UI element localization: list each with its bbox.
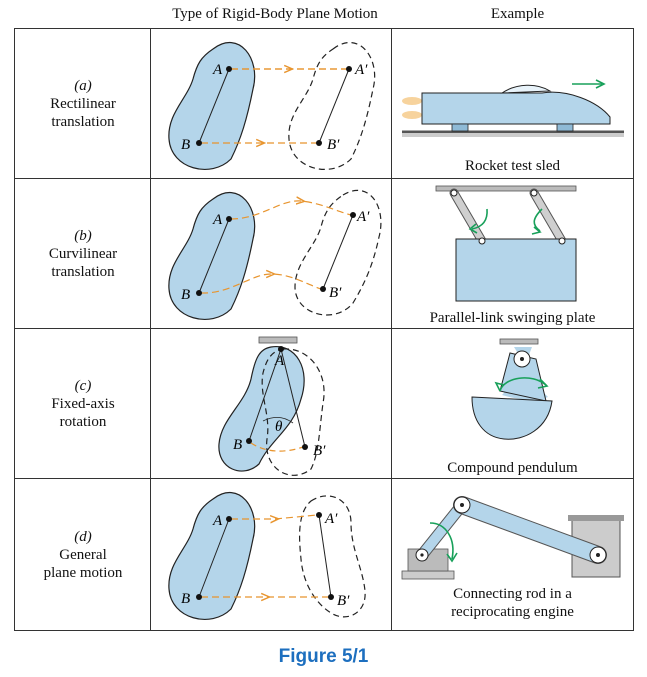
- path-b: [200, 274, 322, 294]
- motion-diagram-cell: A B A′ B′: [151, 179, 392, 328]
- label-a-prime: A′: [356, 209, 370, 225]
- motion-diagram-cell: A B A′ B′: [151, 29, 392, 178]
- example-cell: Rocket test sled: [392, 29, 633, 178]
- row-label-line2: translation: [51, 113, 115, 130]
- point-a-prime: [346, 66, 352, 72]
- row-label-line2: plane motion: [43, 564, 123, 581]
- label-a-prime: A′: [354, 62, 368, 78]
- rocket-sled-illustration: [402, 79, 624, 137]
- example-caption: Connecting rod in a: [453, 586, 572, 602]
- curvilinear-diagram: A B A′ B′: [168, 189, 382, 320]
- label-b-prime: B′: [313, 443, 326, 459]
- label-b-prime: B′: [329, 285, 342, 301]
- fixed-axis-diagram: A B B′ θ: [218, 336, 326, 476]
- point-a: [226, 66, 232, 72]
- row-general-plane-motion: (d) General plane motion: [15, 479, 633, 630]
- row-label-line1: Fixed-axis: [51, 395, 115, 412]
- general-motion-diagram: A B A′ B′: [168, 492, 366, 620]
- row-label-line2: translation: [51, 263, 115, 280]
- row-label-line1: Curvilinear: [48, 245, 118, 262]
- example-cell: Connecting rod in a reciprocating engine: [392, 479, 633, 630]
- motion-diagram-cell: A B A′ B′: [151, 479, 392, 630]
- example-caption-line2: reciprocating engine: [451, 604, 574, 620]
- label-b-prime: B′: [337, 593, 350, 609]
- label-a: A: [212, 212, 223, 228]
- example-caption: Rocket test sled: [465, 158, 560, 174]
- row-label-cell: (d) General plane motion: [15, 479, 151, 630]
- path-a: [230, 201, 352, 220]
- row-label-cell: (a) Rectilinear translation: [15, 29, 151, 178]
- example-caption: Compound pendulum: [447, 460, 578, 476]
- example-cell: Parallel-link swinging plate: [392, 179, 633, 328]
- line-ab-prime: [318, 68, 350, 144]
- example-caption: Parallel-link swinging plate: [429, 310, 596, 326]
- label-b: B: [181, 287, 190, 303]
- rigid-body-initial: [168, 192, 256, 320]
- line-ab: [198, 68, 230, 144]
- connecting-rod-illustration: [401, 496, 624, 580]
- row-tag: (d): [74, 528, 92, 545]
- row-fixed-axis-rotation: (c) Fixed-axis rotation: [15, 329, 633, 479]
- row-tag: (b): [74, 227, 92, 244]
- row-tag: (a): [74, 77, 92, 94]
- row-label-cell: (b) Curvilinear translation: [15, 179, 151, 328]
- label-a: A: [274, 353, 285, 369]
- rigid-body-final: [261, 348, 325, 476]
- label-a: A: [212, 513, 223, 529]
- header-type-of-motion: Type of Rigid-Body Plane Motion: [172, 6, 378, 22]
- label-b: B: [181, 137, 190, 153]
- figure-caption: Figure 5/1: [278, 646, 369, 667]
- label-a-prime: A′: [324, 511, 338, 527]
- point-b-prime: [316, 140, 322, 146]
- label-theta: θ: [275, 419, 283, 435]
- label-a: A: [212, 62, 223, 78]
- rigid-body-initial: [218, 346, 305, 472]
- path-b: [250, 442, 304, 452]
- label-b: B: [181, 591, 190, 607]
- motion-table: (a) Rectilinear translation: [14, 28, 634, 631]
- motion-diagram-cell: A B B′ θ: [151, 329, 392, 478]
- point-b: [196, 140, 202, 146]
- row-label-line1: General: [59, 546, 107, 563]
- header-example: Example: [490, 6, 545, 22]
- rectilinear-diagram: A B A′ B′: [168, 42, 376, 170]
- row-label-cell: (c) Fixed-axis rotation: [15, 329, 151, 478]
- row-rectilinear-translation: (a) Rectilinear translation: [15, 29, 633, 179]
- swinging-plate-illustration: [435, 185, 577, 302]
- example-cell: Compound pendulum: [392, 329, 633, 478]
- row-label-line2: rotation: [59, 413, 107, 430]
- rigid-body-final: [298, 495, 366, 618]
- compound-pendulum-illustration: [471, 338, 553, 440]
- row-curvilinear-translation: (b) Curvilinear translation: [15, 179, 633, 329]
- row-tag: (c): [74, 377, 92, 394]
- label-b: B: [233, 437, 242, 453]
- label-b-prime: B′: [327, 137, 340, 153]
- path-a: [231, 514, 318, 519]
- row-label-line1: Rectilinear: [50, 95, 116, 112]
